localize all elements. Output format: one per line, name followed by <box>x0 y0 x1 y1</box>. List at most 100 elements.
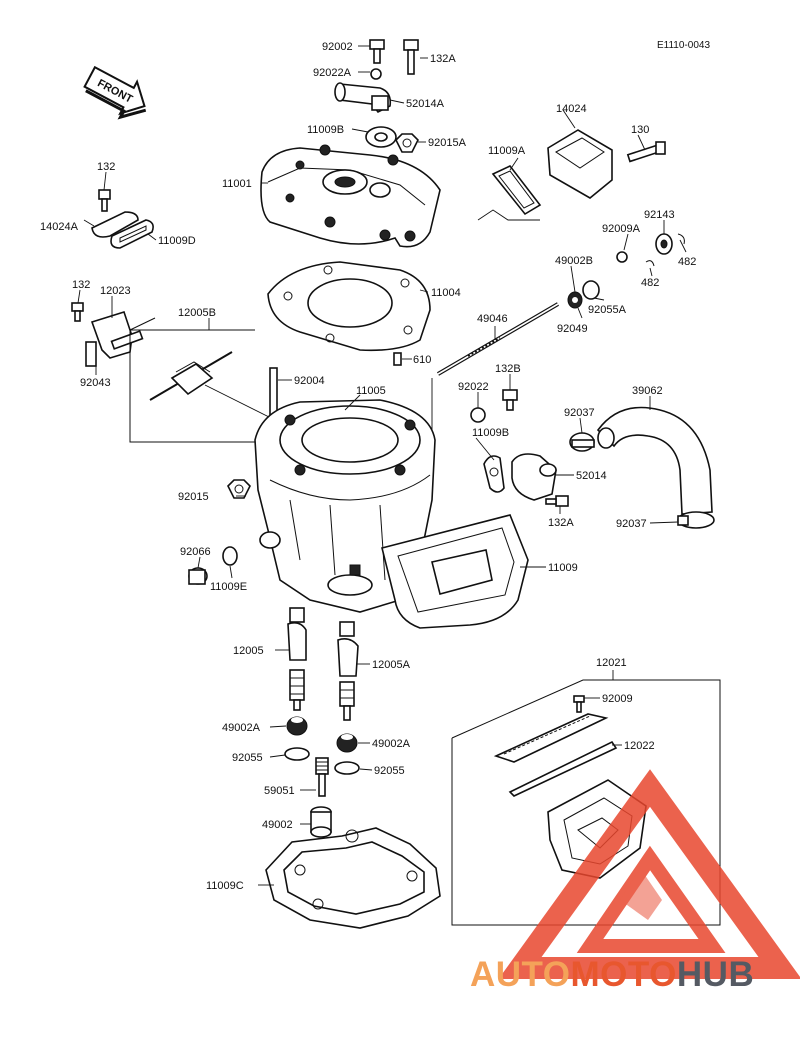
label-12023: 12023 <box>100 285 131 297</box>
label-11009: 11009 <box>548 562 578 574</box>
nut-92015a <box>395 133 419 153</box>
label-49002a-left: 49002A <box>222 722 261 734</box>
nut-92015 <box>227 479 251 499</box>
clip-482-right <box>677 233 685 245</box>
label-92143: 92143 <box>644 209 675 221</box>
label-11001: 11001 <box>222 178 252 190</box>
label-610: 610 <box>413 354 431 366</box>
bushing-49002 <box>310 806 332 838</box>
label-482-left: 482 <box>641 277 659 289</box>
label-92022: 92022 <box>458 381 489 393</box>
head-gasket-11004 <box>267 261 431 352</box>
box-12021 <box>451 679 721 926</box>
label-12021: 12021 <box>596 657 627 669</box>
label-132-lower: 132 <box>72 279 90 291</box>
label-49002a-right: 49002A <box>372 738 411 750</box>
label-92009: 92009 <box>602 693 633 705</box>
label-14024a: 14024A <box>40 221 79 233</box>
washer-92022a <box>370 68 382 80</box>
gasket-11009d <box>110 219 154 249</box>
clip-482-left <box>645 260 655 267</box>
water-fitting-52014 <box>511 453 557 501</box>
label-11009e: 11009E <box>210 581 247 593</box>
hose-39062 <box>596 406 713 515</box>
reed-stopper-12022 <box>508 740 618 797</box>
label-49002b: 49002B <box>555 255 593 267</box>
label-11009a: 11009A <box>488 145 526 157</box>
label-92002: 92002 <box>322 41 353 53</box>
label-92022a: 92022A <box>313 67 352 79</box>
screw-92009 <box>573 695 585 713</box>
gear-92143 <box>655 233 673 255</box>
label-11009b-mid: 11009B <box>472 427 509 439</box>
valve-12005 <box>287 607 307 711</box>
watermark-hub: HUB <box>676 955 755 994</box>
label-11004: 11004 <box>431 287 461 299</box>
watermark-brand: AUTOMOTOHUB <box>470 955 754 995</box>
o-ring-92055-right <box>334 761 360 775</box>
o-ring-92055-left <box>284 747 310 761</box>
gasket-11009b-mid <box>483 455 505 493</box>
label-92009a: 92009A <box>602 223 641 235</box>
label-92055-right: 92055 <box>374 765 405 777</box>
watermark-auto: AUTO <box>470 955 571 994</box>
bolt-132-lower <box>71 302 84 322</box>
label-52014: 52014 <box>576 470 607 482</box>
label-11009d: 11009D <box>158 235 196 247</box>
bracket-12023 <box>85 311 144 367</box>
gasket-11009a <box>491 165 542 216</box>
clamp-92037-upper <box>569 432 595 452</box>
label-49046: 49046 <box>477 313 508 325</box>
gasket-11009e <box>222 546 238 566</box>
leader-lines <box>77 45 687 886</box>
gasket-11009b-top <box>365 126 397 148</box>
label-92066: 92066 <box>180 546 211 558</box>
label-12005: 12005 <box>233 645 264 657</box>
watermark-triangle-icon <box>498 769 800 979</box>
base-gasket-11009c <box>265 827 441 929</box>
leader-11005 <box>344 394 361 411</box>
valve-12005a <box>337 621 359 721</box>
pinion-59051 <box>315 757 329 797</box>
cylinder-head-11001 <box>260 144 441 248</box>
label-92004: 92004 <box>294 375 325 387</box>
label-92037-lower: 92037 <box>616 518 647 530</box>
o-ring-92055a <box>582 280 600 300</box>
label-12005a: 12005A <box>372 659 411 671</box>
bolt-92066 <box>188 567 208 585</box>
label-92015: 92015 <box>178 491 209 503</box>
label-52014a: 52014A <box>406 98 445 110</box>
label-130: 130 <box>631 124 649 136</box>
water-outlet-52014a <box>334 82 392 114</box>
seal-49002b <box>567 291 583 309</box>
clamp-92037-lower <box>677 511 715 529</box>
label-59051: 59051 <box>264 785 295 797</box>
label-14024: 14024 <box>556 103 587 115</box>
label-92055-left: 92055 <box>232 752 263 764</box>
label-92043: 92043 <box>80 377 111 389</box>
valve-12005b <box>149 351 233 401</box>
stud-49046 <box>436 302 560 376</box>
cover-14024a <box>91 211 139 238</box>
watermark-moto: MOTO <box>570 955 677 994</box>
box-12005b <box>129 329 255 443</box>
label-92055a: 92055A <box>588 304 627 316</box>
bolt-132a-top <box>403 39 419 75</box>
reed-petal-top <box>493 713 609 763</box>
front-arrow-icon: FRONT <box>83 65 147 120</box>
bushing-49002a-left <box>286 716 308 736</box>
bolt-132b <box>502 389 518 411</box>
bolt-92002 <box>369 39 385 64</box>
label-92037-upper: 92037 <box>564 407 595 419</box>
label-12022: 12022 <box>624 740 655 752</box>
label-11009b-top: 11009B <box>307 124 344 136</box>
label-49002: 49002 <box>262 819 293 831</box>
leader-11009a <box>477 209 540 221</box>
bushing-49002a-right <box>336 733 358 753</box>
bolt-132a-mid <box>545 495 569 507</box>
label-11005: 11005 <box>356 385 386 397</box>
part-labels: 92002 132A 92022A 52014A 11009B 92015A 1… <box>40 41 696 892</box>
label-92049: 92049 <box>557 323 588 335</box>
cover-14024 <box>547 129 613 199</box>
